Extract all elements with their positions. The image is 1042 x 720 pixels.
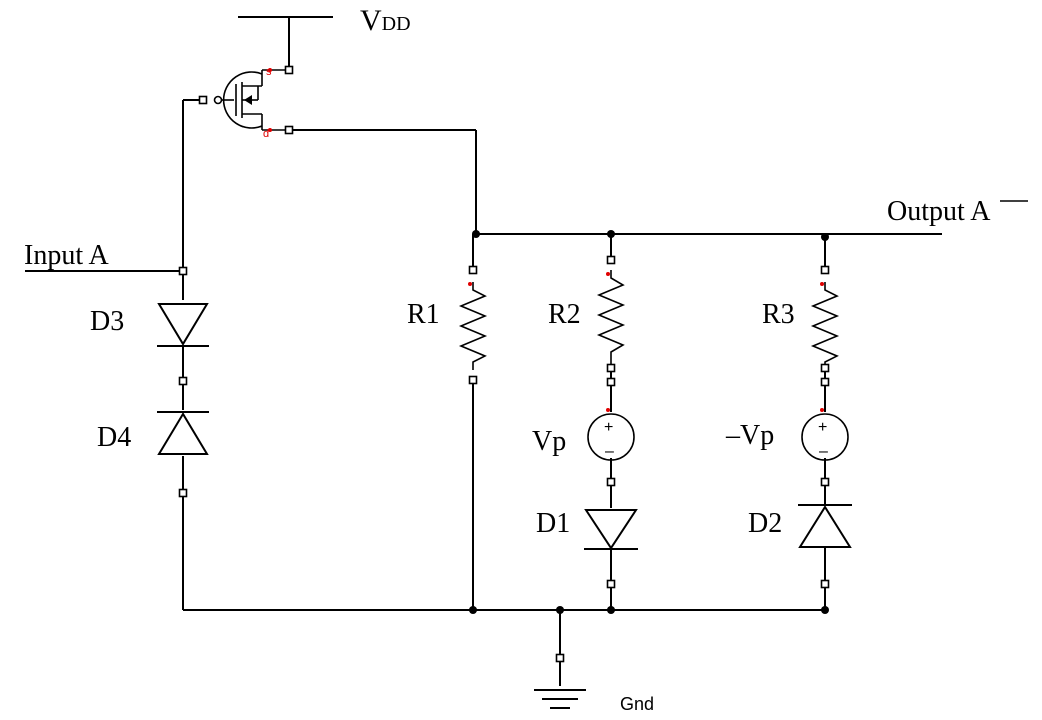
pin-gate xyxy=(198,95,208,105)
source-red-mark xyxy=(268,68,272,72)
labels: VDD Output A Input A D3 D4 R1 R2 R3 Vp –… xyxy=(24,4,1028,714)
ground-symbol xyxy=(534,689,586,709)
d4-label: D4 xyxy=(97,422,131,453)
vp-plus-sign: + xyxy=(604,419,613,436)
diode-d2 xyxy=(798,504,852,548)
junction-ground-main xyxy=(556,606,564,614)
d4-triangle xyxy=(157,412,209,455)
pin-source xyxy=(284,65,294,75)
d2-triangle xyxy=(798,505,852,548)
drain-pin-label: d xyxy=(263,128,269,140)
r1-plus-mark xyxy=(468,282,472,286)
neg-vp-label: –Vp xyxy=(725,420,774,451)
pin-r2-top xyxy=(606,255,616,265)
r1-label: R1 xyxy=(407,299,440,330)
d1-label: D1 xyxy=(536,508,570,539)
pin-d2-bottom xyxy=(820,579,830,589)
d2-label: D2 xyxy=(748,508,782,539)
junction-output-r1 xyxy=(472,230,480,238)
junctions xyxy=(469,230,829,614)
source-neg-vp: + – xyxy=(801,408,849,461)
d3-label: D3 xyxy=(90,306,124,337)
source-pin-label: s xyxy=(266,66,272,78)
r2-zigzag xyxy=(596,270,626,364)
pin-r3-top xyxy=(820,265,830,275)
wires xyxy=(25,16,942,686)
neg-vp-minus-sign: – xyxy=(819,443,828,460)
pin-vp-top xyxy=(606,377,616,387)
diode-d3 xyxy=(157,303,209,347)
vdd-label: VDD xyxy=(360,4,411,37)
r1-zigzag xyxy=(458,282,488,370)
gnd-label: Gnd xyxy=(620,694,654,714)
junction-ground-r1 xyxy=(469,606,477,614)
neg-vp-red-mark xyxy=(820,408,824,412)
vdd-label-main: V xyxy=(360,4,382,37)
pmos-transistor: s d xyxy=(213,66,285,140)
junction-ground-d1 xyxy=(607,606,615,614)
pin-vp-bottom xyxy=(606,477,616,487)
resistor-r2 xyxy=(596,270,626,364)
diode-d4 xyxy=(157,411,209,455)
pin-d3-d4 xyxy=(178,376,188,386)
pin-ground xyxy=(555,653,565,663)
body-arrow xyxy=(244,95,252,105)
junction-ground-d2 xyxy=(821,606,829,614)
input-label: Input A xyxy=(24,240,110,271)
pin-r3-bottom xyxy=(820,363,830,373)
source-vp: + – xyxy=(587,408,635,461)
drain-red-mark xyxy=(268,128,272,132)
vp-source-circle xyxy=(587,413,635,461)
resistor-r1 xyxy=(458,282,488,370)
junction-output-r3 xyxy=(821,233,829,241)
r3-zigzag xyxy=(810,282,840,370)
pin-d4-bottom xyxy=(178,488,188,498)
pin-neg-vp-top xyxy=(820,377,830,387)
pin-d3-top xyxy=(178,266,188,276)
output-label: Output A xyxy=(887,196,991,227)
pin-markers xyxy=(178,65,830,663)
pin-neg-vp-bottom xyxy=(820,477,830,487)
pin-r1-top xyxy=(468,265,478,275)
r3-label: R3 xyxy=(762,299,795,330)
pin-d1-bottom xyxy=(606,579,616,589)
neg-vp-source-circle xyxy=(801,413,849,461)
d1-triangle xyxy=(584,509,638,550)
pin-r1-bottom xyxy=(468,375,478,385)
neg-vp-plus-sign: + xyxy=(818,419,827,436)
gate-bubble xyxy=(213,95,223,105)
r2-plus-mark xyxy=(606,272,610,276)
r2-label: R2 xyxy=(548,299,581,330)
diode-d1 xyxy=(584,509,638,550)
vp-label: Vp xyxy=(532,426,566,457)
vdd-label-sub: DD xyxy=(382,13,411,35)
r3-plus-mark xyxy=(820,282,824,286)
pin-r2-bottom xyxy=(606,363,616,373)
d3-triangle xyxy=(157,303,209,346)
pin-drain xyxy=(284,125,294,135)
vp-minus-sign: – xyxy=(605,443,614,460)
vp-red-mark xyxy=(606,408,610,412)
resistor-r3 xyxy=(810,282,840,370)
junction-output-r2 xyxy=(607,230,615,238)
